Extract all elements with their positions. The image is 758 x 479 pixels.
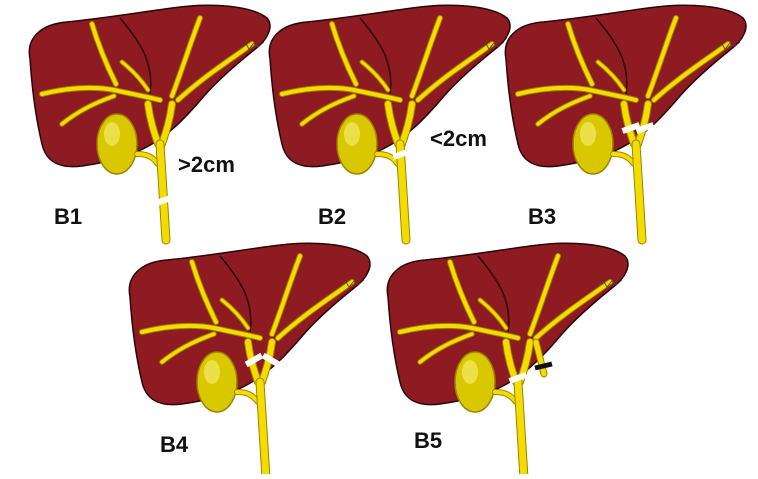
cystic-duct	[137, 154, 158, 164]
panel-label-b3: B3	[528, 204, 556, 230]
liver-body	[129, 243, 370, 404]
liver-body	[387, 243, 628, 404]
gallbladder	[337, 114, 377, 174]
gallbladder-highlight	[580, 122, 596, 146]
liver-body	[29, 5, 270, 166]
gallbladder	[197, 352, 237, 412]
panel-label-b5: B5	[414, 428, 442, 454]
gallbladder-highlight	[204, 360, 220, 384]
gallbladder-highlight	[344, 122, 360, 146]
gallbladder	[97, 114, 137, 174]
liver-body	[505, 5, 746, 166]
measurement-label-b2: <2cm	[430, 126, 487, 152]
surgical-clip	[535, 364, 552, 368]
gallbladder-highlight	[462, 360, 478, 384]
panel-label-b4: B4	[160, 432, 188, 458]
panel-label-b2: B2	[318, 204, 346, 230]
cystic-duct	[495, 392, 516, 402]
measurement-label-b1: >2cm	[178, 152, 235, 178]
gallbladder	[573, 114, 613, 174]
panel-label-b1: B1	[54, 204, 82, 230]
cystic-duct	[613, 154, 634, 164]
cystic-duct	[237, 392, 258, 402]
gallbladder-highlight	[104, 122, 120, 146]
panel-b2	[269, 5, 510, 240]
gallbladder	[455, 352, 495, 412]
